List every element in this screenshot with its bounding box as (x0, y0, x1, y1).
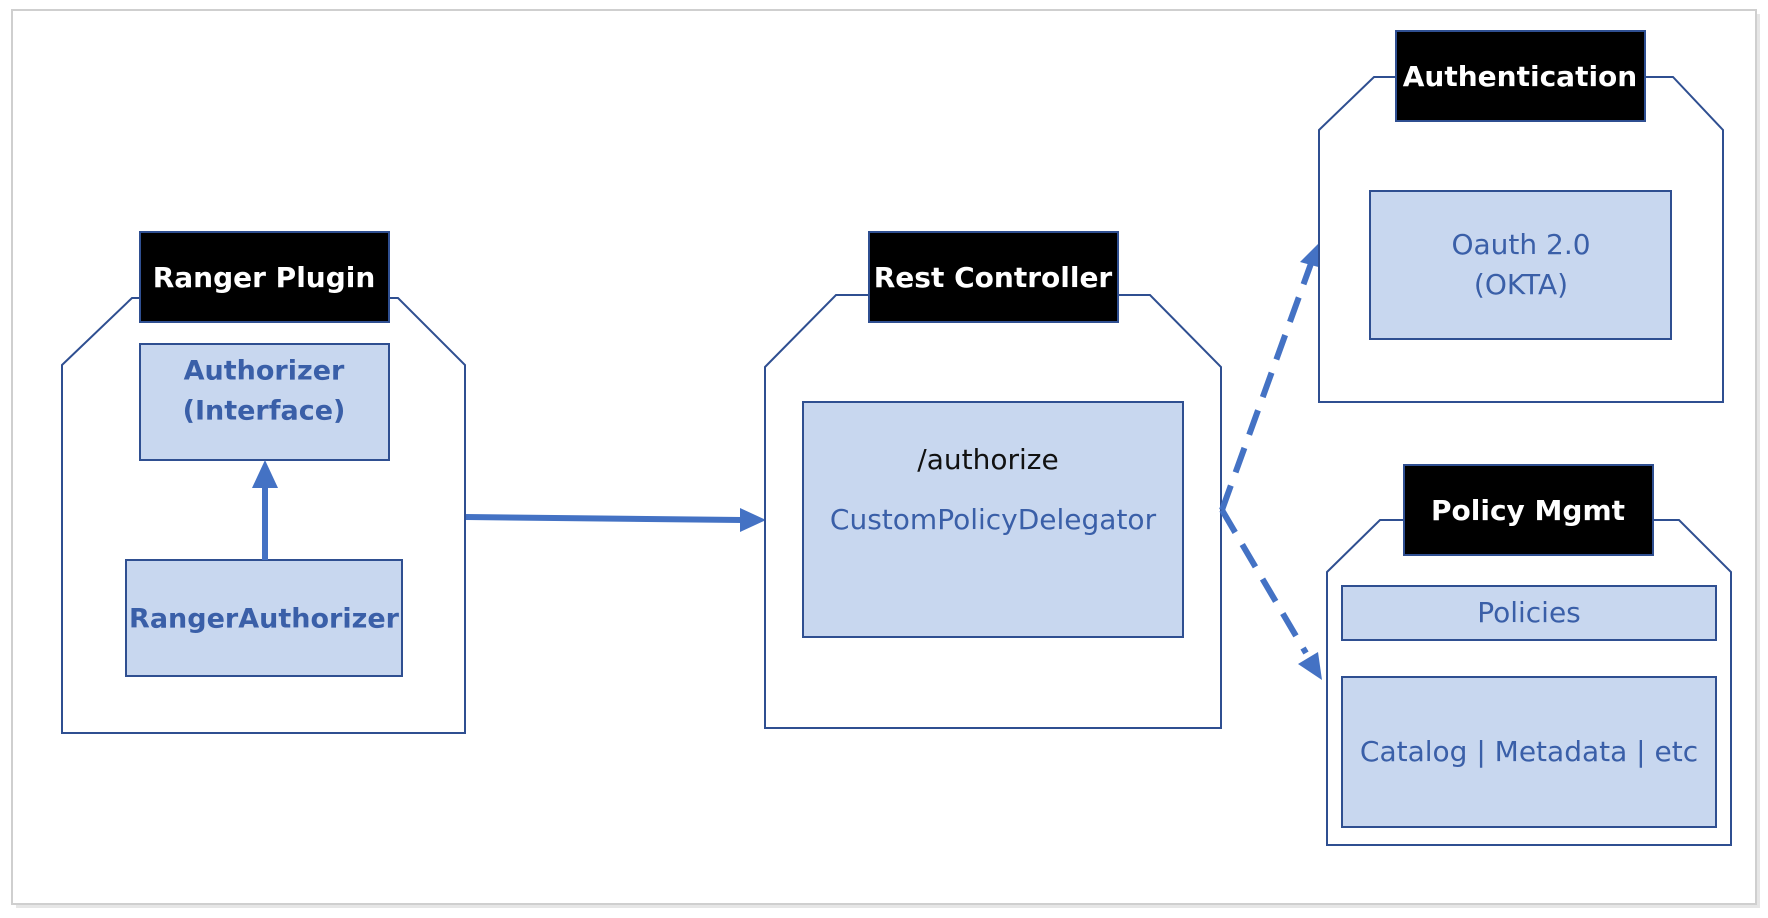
ranger-authorizer-label: RangerAuthorizer (129, 604, 400, 635)
implements-arrowhead (252, 460, 278, 488)
rest-controller-tab (868, 231, 1119, 323)
authorizer-label: Authorizer (184, 356, 345, 387)
oauth-box (1369, 190, 1672, 340)
rest-controller-package: Rest Controller /authorize CustomPolicyD… (764, 231, 1222, 729)
okta-label: (OKTA) (1474, 268, 1568, 301)
policies-box (1341, 585, 1717, 641)
authorizer-interface-box (139, 343, 390, 461)
authentication-tab (1395, 30, 1646, 122)
controller-to-authentication-arrow-line (1219, 256, 1316, 512)
plugin-to-controller-arrow-line (465, 514, 743, 523)
interface-label: (Interface) (183, 396, 346, 427)
authentication-title: Authentication (1403, 60, 1637, 93)
catalog-metadata-box (1341, 676, 1717, 828)
delegator-box (802, 401, 1184, 638)
plugin-to-controller-arrowhead (740, 508, 766, 532)
ranger-plugin-title: Ranger Plugin (153, 261, 376, 294)
controller-to-policy-arrow-line (1219, 508, 1309, 655)
policies-label: Policies (1477, 596, 1581, 629)
catalog-metadata-label: Catalog | Metadata | etc (1360, 735, 1698, 768)
controller-to-authentication-arrowhead (1300, 240, 1322, 268)
policy-mgmt-tab (1403, 464, 1654, 556)
authentication-package: Authentication Oauth 2.0 (OKTA) (1318, 30, 1724, 403)
authorize-endpoint-label: /authorize (917, 443, 1058, 476)
ranger-plugin-package: Ranger Plugin Authorizer (Interface) Ran… (61, 231, 466, 734)
oauth-label: Oauth 2.0 (1451, 228, 1590, 261)
ranger-plugin-tab (139, 231, 390, 323)
policy-mgmt-title: Policy Mgmt (1431, 494, 1625, 527)
custom-policy-delegator-label: CustomPolicyDelegator (830, 503, 1157, 536)
rest-controller-title: Rest Controller (874, 261, 1113, 294)
controller-to-policy-arrowhead (1298, 652, 1322, 680)
ranger-authorizer-box (125, 559, 403, 677)
policy-mgmt-package: Policy Mgmt Policies Catalog | Metadata … (1326, 464, 1732, 846)
